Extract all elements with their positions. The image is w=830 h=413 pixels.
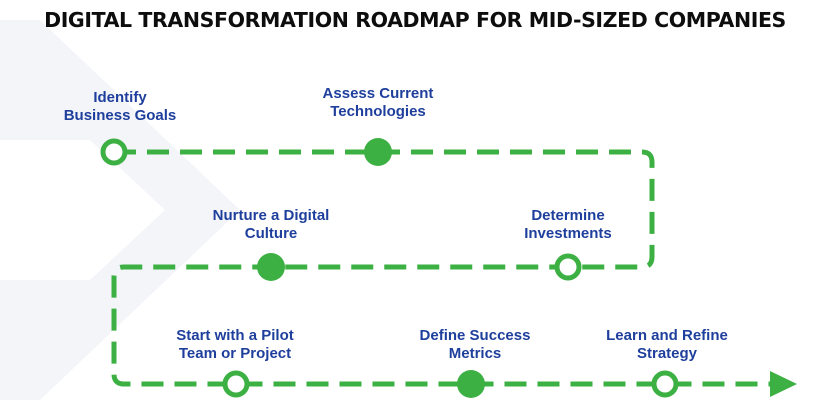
step-label-line: Investments	[524, 225, 612, 242]
step-marker-define-success-metrics	[457, 370, 485, 398]
step-label-line: Technologies	[330, 103, 426, 120]
step-label-assess-current-technologies: Assess Current Technologies	[293, 85, 463, 121]
dashed-path-line	[111, 149, 772, 387]
step-label-line: Team or Project	[178, 345, 292, 362]
arrow-head-icon	[770, 371, 797, 397]
step-label-line: Start with a Pilot	[176, 327, 294, 344]
step-label-learn-refine-strategy: Learn and Refine Strategy	[582, 327, 752, 363]
step-label-line: Define Success	[419, 327, 531, 344]
step-label-line: Assess Current	[322, 85, 434, 102]
step-label-line: Business Goals	[63, 107, 177, 124]
page-title: DIGITAL TRANSFORMATION ROADMAP FOR MID-S…	[44, 8, 786, 32]
step-label-line: Strategy	[636, 345, 698, 362]
step-marker-nurture-digital-culture	[257, 253, 285, 281]
step-label-define-success-metrics: Define Success Metrics	[390, 327, 560, 363]
step-label-nurture-digital-culture: Nurture a Digital Culture	[186, 207, 356, 243]
step-marker-determine-investments	[554, 253, 582, 281]
step-label-determine-investments: Determine Investments	[483, 207, 653, 243]
step-marker-start-pilot	[222, 370, 250, 398]
step-label-line: Learn and Refine	[606, 327, 728, 344]
step-marker-identify-business-goals	[100, 138, 128, 166]
step-label-identify-business-goals: Identify Business Goals	[35, 89, 205, 125]
background-chevron-inner	[0, 140, 165, 280]
step-label-line: Metrics	[448, 345, 502, 362]
step-label-line: Determine	[531, 207, 605, 224]
step-marker-learn-refine-strategy	[651, 370, 679, 398]
step-label-line: Nurture a Digital	[212, 207, 330, 224]
step-label-line: Identify	[93, 89, 147, 106]
step-label-line: Culture	[244, 225, 298, 242]
step-label-start-pilot: Start with a Pilot Team or Project	[150, 327, 320, 363]
step-marker-assess-current-technologies	[364, 138, 392, 166]
